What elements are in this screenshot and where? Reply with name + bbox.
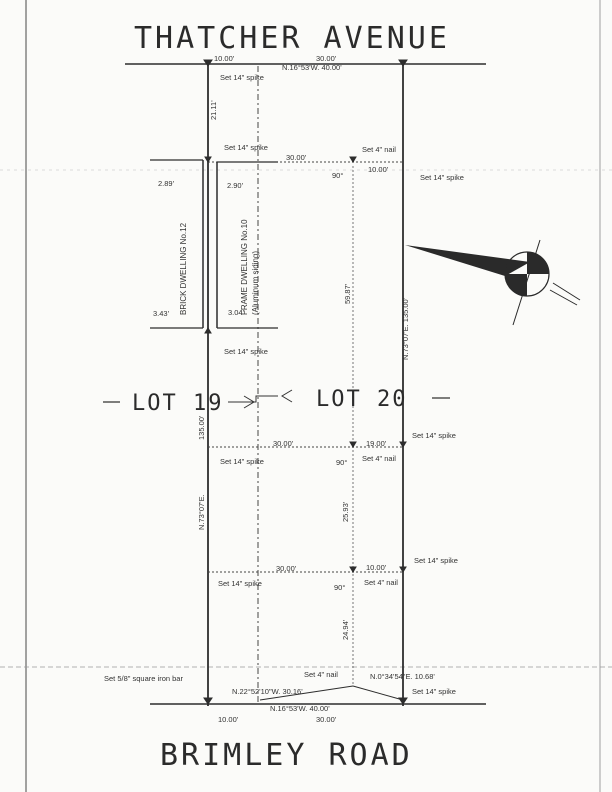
lot19-label: LOT 19 xyxy=(132,391,223,416)
dim-left-bearing: N.73°07'E. xyxy=(197,494,206,530)
dim-gap-lower: 3.43' xyxy=(153,309,170,318)
dim-angle-row1: 90° xyxy=(332,171,343,180)
north-arrow-icon xyxy=(405,239,581,326)
street-bottom: BRIMLEY ROAD xyxy=(160,738,413,773)
marker-label-iron-bar: Set 5/8" square iron bar xyxy=(104,674,183,683)
marker-label-row3-nail: Set 4" nail xyxy=(364,578,398,587)
marker-label-row3-right: Set 14" spike xyxy=(414,556,458,565)
lot-tie-symbol xyxy=(228,389,293,409)
marker-label-top-left: Set 14" spike xyxy=(220,73,264,82)
marker-label-bottom-nail: Set 4" nail xyxy=(304,670,338,679)
dim-top-left-width: 10.00' xyxy=(214,54,235,63)
dim-top-offset: 21.11' xyxy=(209,100,218,120)
dim-top-right-width: 30.00' xyxy=(316,54,337,63)
dim-angle-row2: 90° xyxy=(336,458,347,467)
dim-row2-left: 30.00' xyxy=(273,439,294,448)
dim-wall-upper: 2.90' xyxy=(227,181,244,190)
street-top: THATCHER AVENUE xyxy=(134,21,450,56)
frame-dwelling-label: FRAME DWELLING No.10 xyxy=(240,219,249,315)
marker-label-bottom-right: Set 14" spike xyxy=(412,687,456,696)
marker-label-row1-right: Set 14" spike xyxy=(420,173,464,182)
marker-label-row3-left: Set 14" spike xyxy=(218,579,262,588)
dim-row1-right: 10.00' xyxy=(368,165,389,174)
brick-dwelling-label: BRICK DWELLING No.12 xyxy=(179,222,188,315)
marker-label-row2-nail: Set 4" nail xyxy=(362,454,396,463)
dim-right-bearing: N.73°07'E. 135.00' xyxy=(401,297,410,360)
marker-symbols xyxy=(203,59,408,705)
dim-bottom-bearing-diag: N.22°52'10"W. 30.16' xyxy=(232,687,303,696)
dim-mid-depth: 59.87' xyxy=(343,283,352,304)
dim-depth-24: 24.94' xyxy=(341,619,350,640)
dim-bottom-bearing-short: N.0°34'54"E. 10.68' xyxy=(370,672,435,681)
dim-row2-right: 19.00' xyxy=(366,439,387,448)
marker-label-row1-nail: Set 4" nail xyxy=(362,145,396,154)
dim-top-bearing: N.16°53'W. 40.00' xyxy=(282,63,342,72)
marker-label-dwelling: Set 14" spike xyxy=(224,347,268,356)
dim-gap-upper: 2.89' xyxy=(158,179,175,188)
dim-bottom-right-width: 30.00' xyxy=(316,715,337,724)
lot20-label: LOT 20 xyxy=(316,387,407,412)
dim-wall-lower: 3.04' xyxy=(228,308,245,317)
marker-label-row2-right: Set 14" spike xyxy=(412,431,456,440)
marker-label-row1-left: Set 14" spike xyxy=(224,143,268,152)
marker-label-row2-left: Set 14" spike xyxy=(220,457,264,466)
dim-row3-left: 30.00' xyxy=(276,564,297,573)
dim-angle-row3: 90° xyxy=(334,583,345,592)
dim-row1-left: 30.00' xyxy=(286,153,307,162)
dim-bottom-left-width: 10.00' xyxy=(218,715,239,724)
dim-row3-right: 10.00' xyxy=(366,563,387,572)
dim-depth-25: 25.93' xyxy=(341,501,350,522)
dim-left-lot-depth: 135.00' xyxy=(197,415,206,440)
dim-bottom-bearing: N.16°53'W. 40.00' xyxy=(270,704,330,713)
frame-dwelling-note: (Aluminum siding) xyxy=(251,251,260,315)
